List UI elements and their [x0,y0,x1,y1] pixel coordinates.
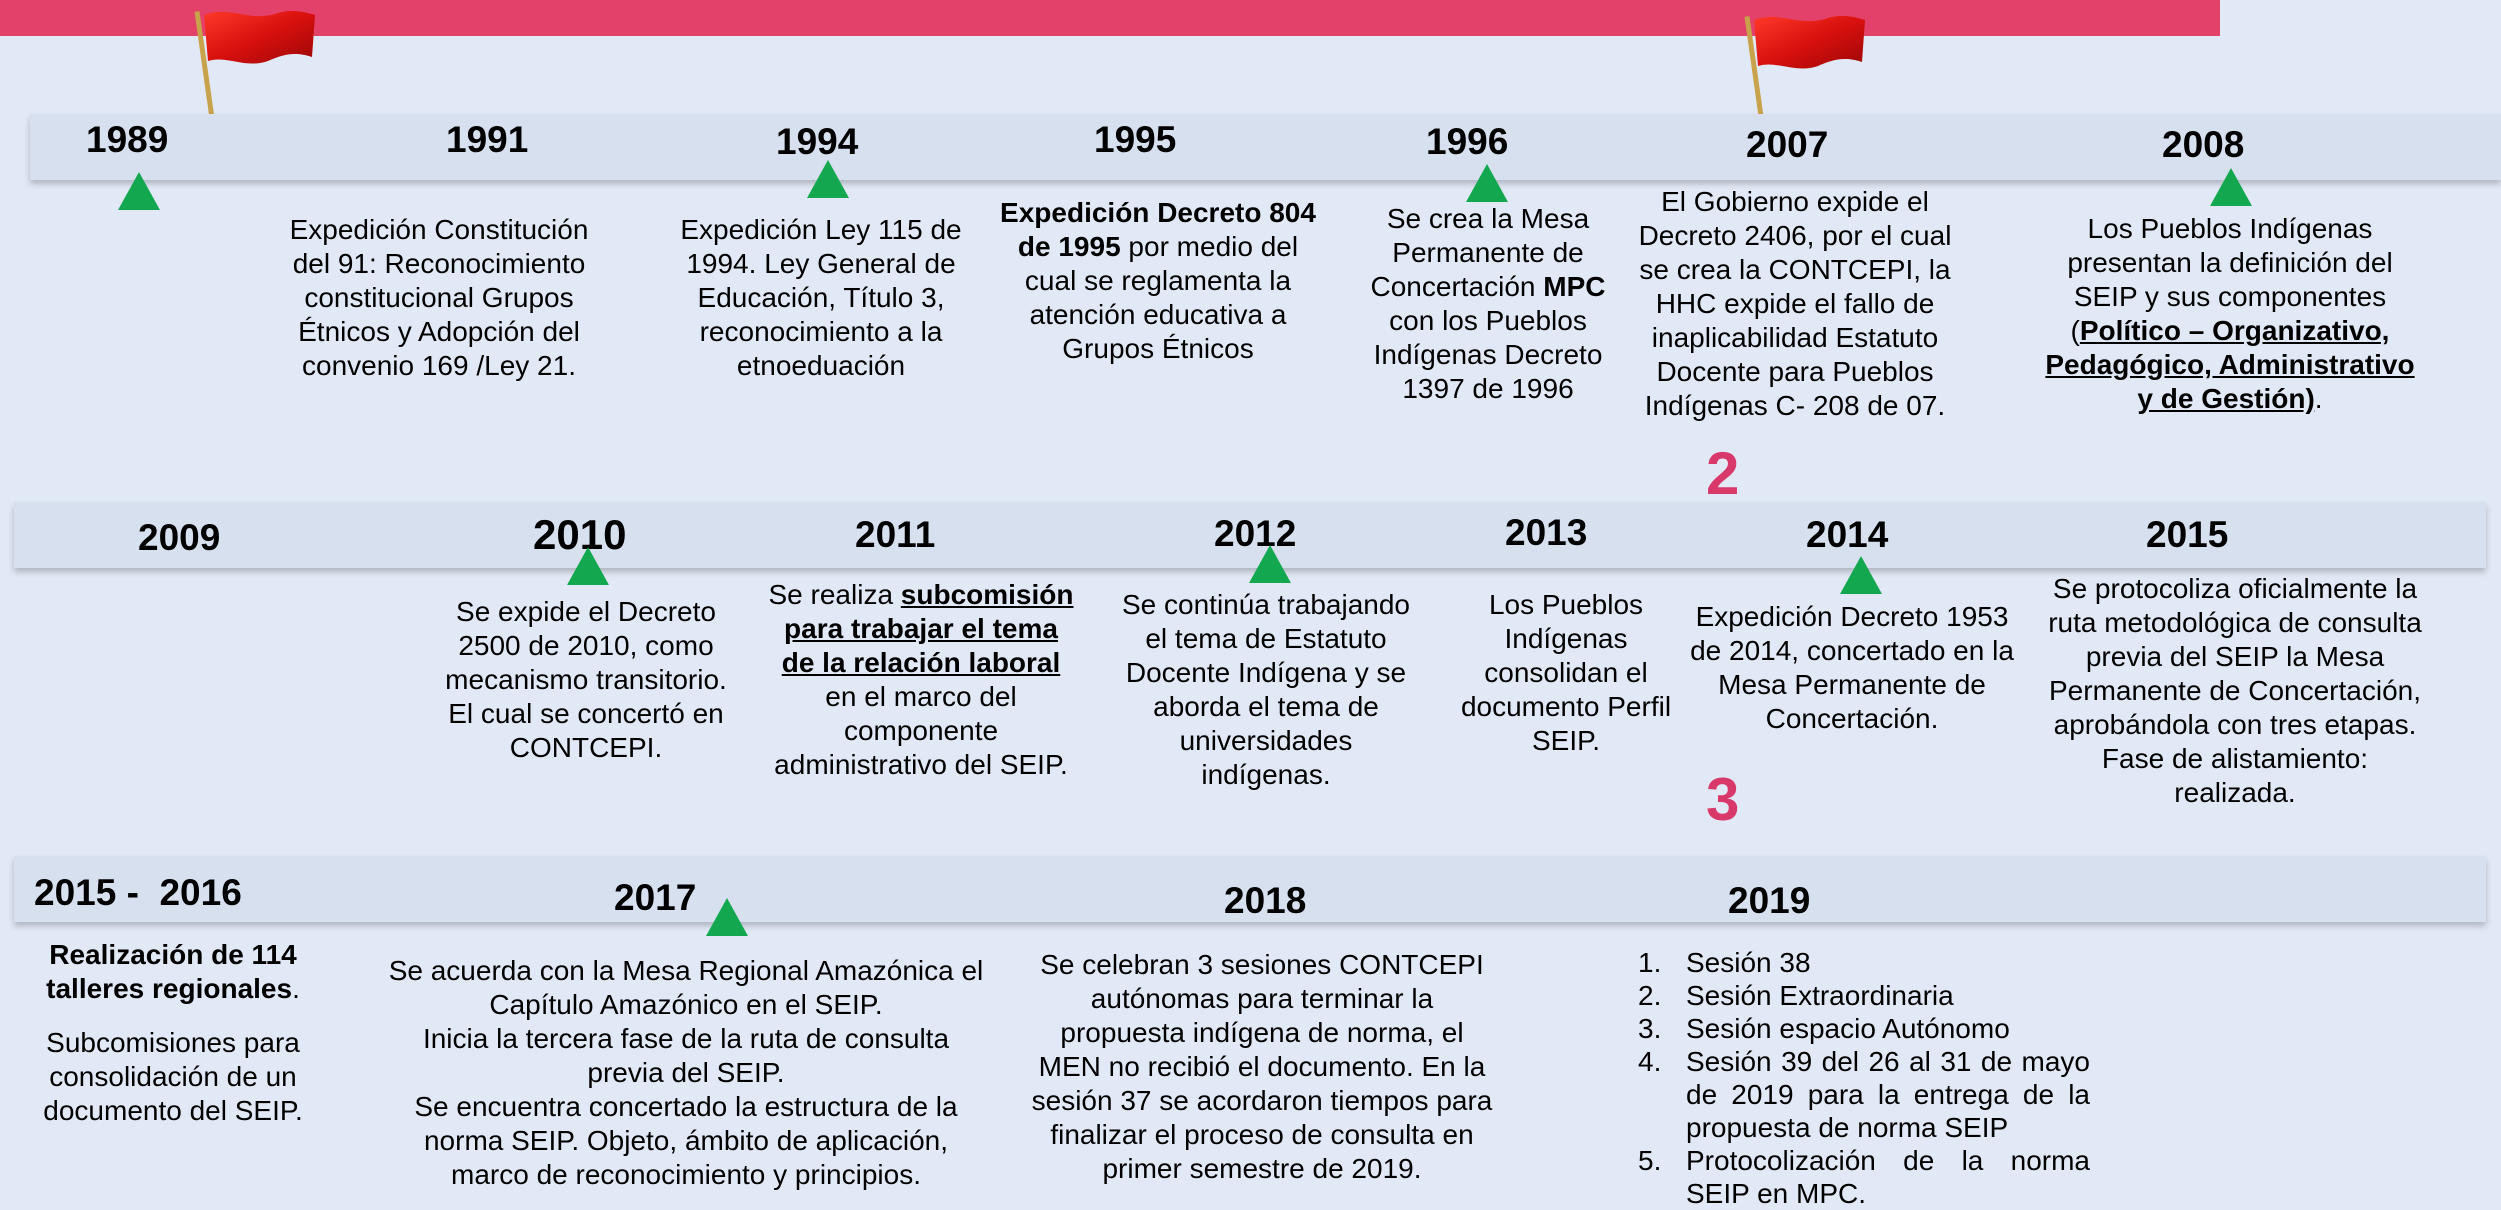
event-2017-line: Se acuerda con la Mesa Regional Amazónic… [388,955,984,986]
event-2007: El Gobierno expide el Decreto 2406, por … [1638,186,1952,421]
event-2016-subcommissions: Subcomisiones para consolidación de un d… [43,1027,303,1126]
year-2019: 2019 [1728,880,1811,921]
event-2017-line: Inicia la tercera fase de la ruta de con… [422,1023,950,1054]
year-1996: 1996 [1426,121,1509,162]
timeline-band-3 [14,856,2486,922]
red-flag-icon [1744,15,1865,120]
year-1994: 1994 [776,121,859,162]
event-1996: Se crea la Mesa Permanente de Concertaci… [1354,202,1622,406]
milestone-marker [118,172,160,210]
event-2011-a: Se realiza [768,579,901,610]
section-number-3: 3 [1706,766,1740,833]
red-flag-icon [194,10,315,119]
milestone-marker [706,898,748,936]
event-2017-line: Se encuentra concertado la estructura de… [414,1091,958,1122]
year-2015: 2015 [2146,514,2229,555]
milestone-marker [2210,168,2252,206]
event-1995-rest: por medio del cual se reglamenta la aten… [1024,231,1299,364]
top-banner-bar [0,0,2220,36]
milestone-marker [567,547,609,585]
year-2011: 2011 [855,514,936,555]
event-1996-bold: MPC [1543,271,1606,302]
event-1996-b: con los Pueblos Indígenas Decreto 1397 d… [1373,305,1603,404]
event-2013: Los Pueblos Indígenas consolidan el docu… [1460,589,1672,756]
event-2017-line: Capítulo Amazónico en el SEIP. [489,989,883,1020]
year-2018: 2018 [1224,880,1307,921]
year-1991: 1991 [446,119,529,160]
year-2015-2016: 2015 - 2016 [34,872,242,913]
event-1995-bold: Expedición Decreto 804 de 1995 [1000,197,1316,262]
year-2007: 2007 [1746,124,1829,165]
event-1994: Expedición Ley 115 de 1994. Ley General … [680,214,962,381]
event-2019-list: 1.Sesión 38 2.Sesión Extraordinaria 3.Se… [1638,946,2090,1210]
year-2013: 2013 [1505,512,1588,553]
event-2011-b: en el marco del componente administrativ… [774,681,1068,780]
list-item: 4.Sesión 39 del 26 al 31 de mayo de 2019… [1638,1046,2090,1143]
event-1996-a: Se crea la Mesa Permanente de Concertaci… [1370,203,1590,302]
list-item: 1.Sesión 38 [1638,947,1811,978]
event-2016-dot: . [292,973,300,1004]
event-2011: Se realiza subcomisión para trabajar el … [766,578,1076,782]
year-1995: 1995 [1094,119,1177,160]
event-1995: Expedición Decreto 804 de 1995 por medio… [998,196,1318,366]
milestone-marker [1249,545,1291,583]
year-2009: 2009 [138,517,221,558]
year-2017: 2017 [614,877,697,918]
event-2008: Los Pueblos Indígenas presentan la defin… [2040,212,2420,416]
timeline-band-1 [30,114,2501,180]
event-2015: Se protocoliza oficialmente la ruta meto… [2048,573,2422,808]
event-2010: Se expide el Decreto 2500 de 2010, como … [445,596,727,763]
event-2008-a: Los Pueblos Indígenas presentan la defin… [2067,213,2393,346]
event-2008-b: . [2314,383,2323,414]
section-number-2: 2 [1706,440,1740,507]
list-item: 5.Protocolización de la norma SEIP en MP… [1638,1145,2090,1209]
event-2017-line: marco de reconocimiento y principios. [451,1159,921,1190]
event-2015-2016: Realización de 114 talleres regionales. … [28,938,318,1128]
event-2011-subcommission: subcomisión para trabajar el tema de la … [781,579,1074,678]
year-2008: 2008 [2162,124,2245,165]
event-2008-components: Político – Organizativo, Pedagógico, Adm… [2045,315,2415,414]
milestone-marker [1840,556,1882,594]
event-2017: Se acuerda con la Mesa Regional Amazónic… [366,954,1006,1192]
event-2017-line: norma SEIP. Objeto, ámbito de aplicación… [423,1125,948,1156]
list-item: 3.Sesión espacio Autónomo [1638,1013,2010,1044]
milestone-marker [807,160,849,198]
milestone-marker [1466,164,1508,202]
event-2016-bold: Realización de 114 talleres regionales [46,939,297,1004]
event-1991: Expedición Constitución del 91: Reconoci… [289,214,589,381]
event-2018: Se celebran 3 sesiones CONTCEPI autónoma… [1031,949,1493,1184]
event-2014: Expedición Decreto 1953 de 2014, concert… [1690,601,2014,734]
event-2012: Se continúa trabajando el tema de Estatu… [1122,589,1410,790]
year-1989: 1989 [86,119,169,160]
year-2014: 2014 [1806,514,1889,555]
event-2017-line: previa del SEIP. [587,1057,785,1088]
list-item: 2.Sesión Extraordinaria [1638,980,1954,1011]
